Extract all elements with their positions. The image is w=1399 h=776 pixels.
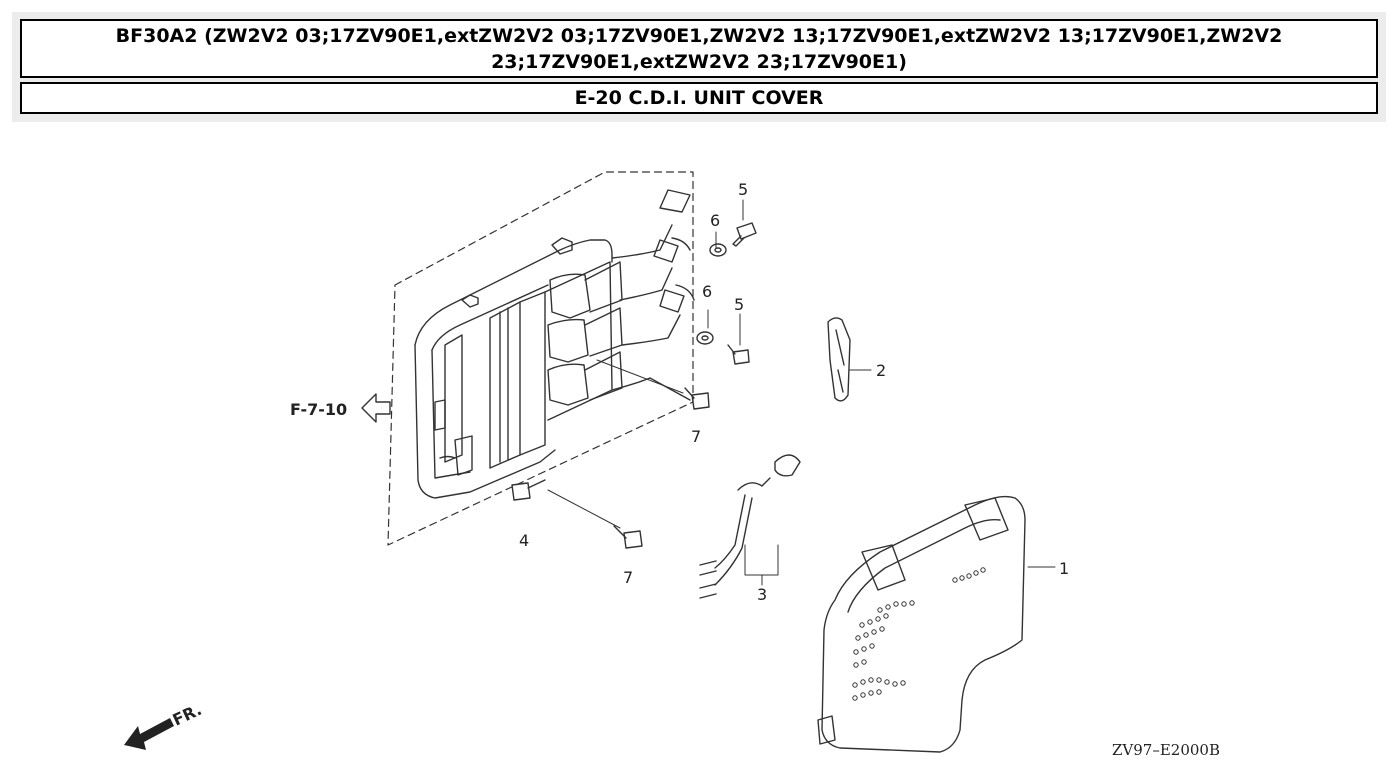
callout-4: 4 (519, 531, 529, 550)
reference-label: F-7-10 (290, 400, 347, 419)
cover-part-1 (817, 495, 1026, 753)
callout-6-mid: 6 (702, 282, 712, 301)
bolt-7-bottom (613, 525, 643, 549)
cdi-leads (611, 189, 695, 401)
washer-6-mid (696, 331, 714, 345)
callout-2: 2 (876, 361, 886, 380)
callout-7-bottom: 7 (623, 568, 633, 587)
bolt-5-mid (727, 344, 750, 365)
callout-3: 3 (757, 585, 767, 604)
cdi-unit (414, 237, 623, 499)
callout-1: 1 (1059, 559, 1069, 578)
callout-7-top: 7 (691, 427, 701, 446)
assembly-boundary (387, 171, 694, 546)
bolt-5-top (732, 222, 757, 247)
bolt-7-top (684, 387, 710, 410)
header-panel: BF30A2 (ZW2V2 03;17ZV90E1,extZW2V2 03;17… (12, 12, 1386, 122)
front-arrow-icon (124, 718, 174, 750)
bolt-4 (511, 479, 546, 501)
washer-6-top (709, 243, 727, 257)
callout-5-mid: 5 (734, 295, 744, 314)
cover-vent-holes (852, 567, 986, 701)
callout-6-top: 6 (710, 211, 720, 230)
callout-5-top: 5 (738, 180, 748, 199)
harness-part-3 (699, 454, 801, 599)
drawing-code: ZV97–E2000B (1112, 741, 1220, 759)
front-label: FR. (170, 700, 205, 730)
section-title: E-20 C.D.I. UNIT COVER (20, 82, 1378, 114)
model-title: BF30A2 (ZW2V2 03;17ZV90E1,extZW2V2 03;17… (20, 19, 1378, 78)
reference-arrow (361, 393, 391, 423)
leader-lines (547, 199, 1056, 586)
clip-part-2 (827, 317, 851, 402)
